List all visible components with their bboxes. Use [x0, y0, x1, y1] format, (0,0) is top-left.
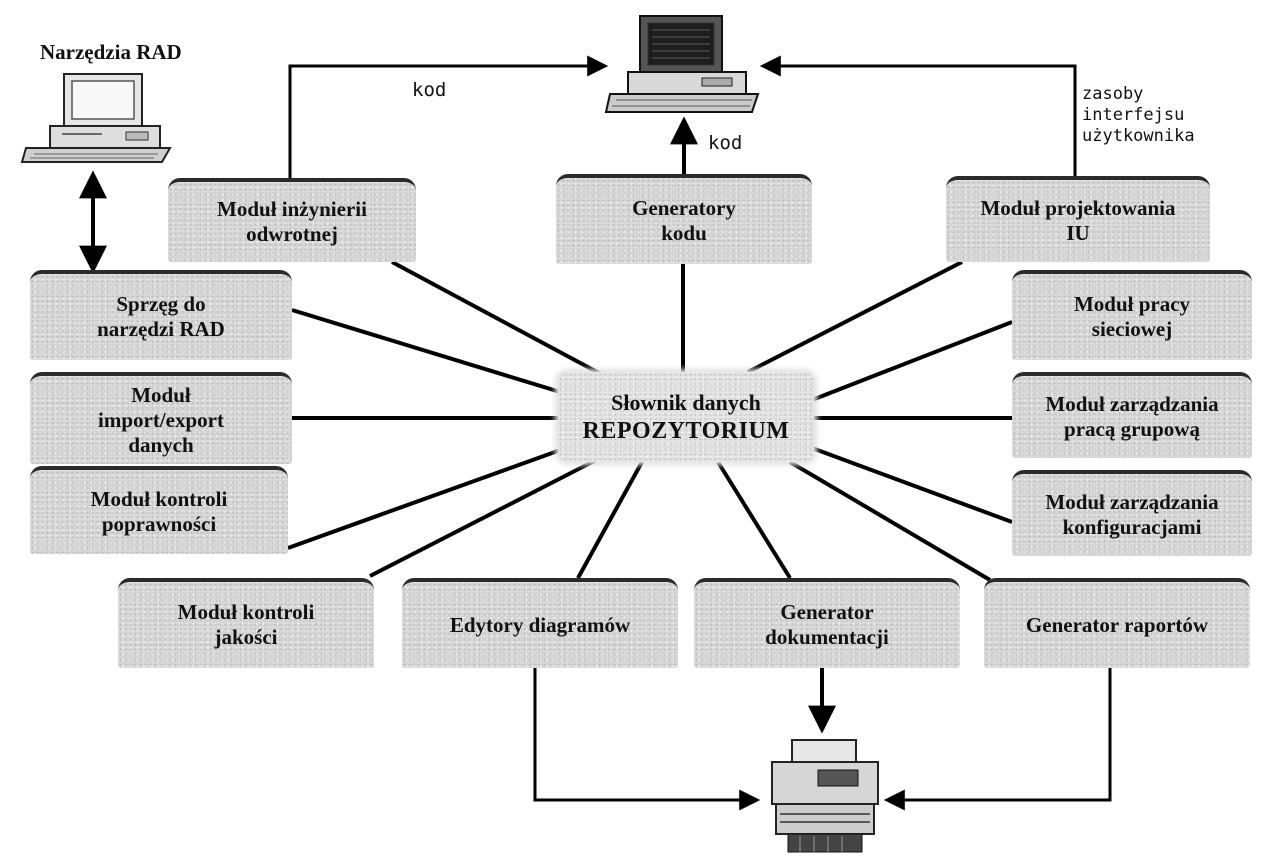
module-rad-interface: Sprzęg do narzędzi RAD: [30, 270, 292, 360]
module-report-generator-label: Generator raportów: [1025, 612, 1209, 637]
edge-label-kod-mid: kod: [708, 132, 743, 154]
repository-spokes: [287, 260, 1013, 582]
module-configuration-label: Moduł zarządzania konfiguracjami: [1045, 490, 1219, 539]
edge-label-ui-resources: zasoby interfejsu użytkownika: [1082, 84, 1195, 146]
module-reverse-engineering-label: Moduł inżynierii odwrotnej: [217, 197, 367, 246]
flow-arrows: [79, 55, 1112, 811]
module-networking-label: Moduł pracy sieciowej: [1073, 292, 1191, 341]
repository-line1: Słownik danych: [611, 390, 761, 415]
module-doc-generator: Generator dokumentacji: [694, 578, 960, 668]
module-code-generators: Generatory kodu: [556, 174, 812, 264]
module-networking: Moduł pracy sieciowej: [1012, 270, 1252, 360]
spoke-doc-generator: [716, 460, 792, 580]
module-code-generators-label: Generatory kodu: [632, 196, 736, 245]
printer-icon: [771, 739, 879, 853]
arrow-diagrams-to-printer: [533, 668, 761, 811]
module-validity: Moduł kontroli poprawności: [30, 466, 288, 554]
module-validity-label: Moduł kontroli poprawności: [90, 487, 228, 536]
module-group-work: Moduł zarządzania pracą grupową: [1012, 372, 1252, 458]
rad-computer-icon: [20, 73, 172, 163]
rad-tools-title: Narzędzia RAD: [40, 40, 182, 64]
spoke-networking: [811, 320, 1013, 402]
repository-line2: REPOZYTORIUM: [582, 418, 790, 444]
module-rad-interface-label: Sprzęg do narzędzi RAD: [97, 292, 225, 341]
spoke-validity: [287, 446, 567, 550]
repository-center: Słownik danych REPOZYTORIUM: [558, 372, 814, 462]
module-diagram-editors: Edytory diagramów: [402, 578, 678, 668]
arrow-reports-to-printer: [883, 668, 1112, 811]
module-quality-label: Moduł kontroli jakości: [177, 600, 315, 649]
module-ui-design-label: Moduł projektowania IU: [980, 196, 1176, 245]
spoke-report-generator: [788, 460, 992, 582]
module-configuration: Moduł zarządzania konfiguracjami: [1012, 470, 1252, 556]
arrow-ui-to-computer: [759, 55, 1077, 178]
module-quality: Moduł kontroli jakości: [118, 578, 374, 668]
module-report-generator: Generator raportów: [984, 578, 1250, 668]
spoke-quality: [369, 456, 601, 578]
spoke-rad-interface: [291, 308, 571, 397]
arrow-reverse-to-computer: [288, 55, 609, 178]
module-diagram-editors-label: Edytory diagramów: [449, 612, 631, 637]
spoke-configuration: [811, 446, 1013, 524]
module-import-export-label: Moduł import/export danych: [98, 382, 224, 457]
spoke-ui-design: [747, 260, 963, 374]
module-doc-generator-label: Generator dokumentacji: [765, 600, 889, 649]
module-ui-design: Moduł projektowania IU: [946, 176, 1210, 262]
target-computer-icon: [604, 15, 760, 113]
module-import-export: Moduł import/export danych: [30, 372, 292, 464]
spoke-diagram-editors: [576, 461, 644, 579]
module-reverse-engineering: Moduł inżynierii odwrotnej: [168, 178, 416, 262]
module-group-work-label: Moduł zarządzania pracą grupową: [1045, 392, 1219, 441]
spoke-reverse-engineering: [391, 260, 613, 382]
edge-label-kod-top: kod: [412, 79, 447, 101]
